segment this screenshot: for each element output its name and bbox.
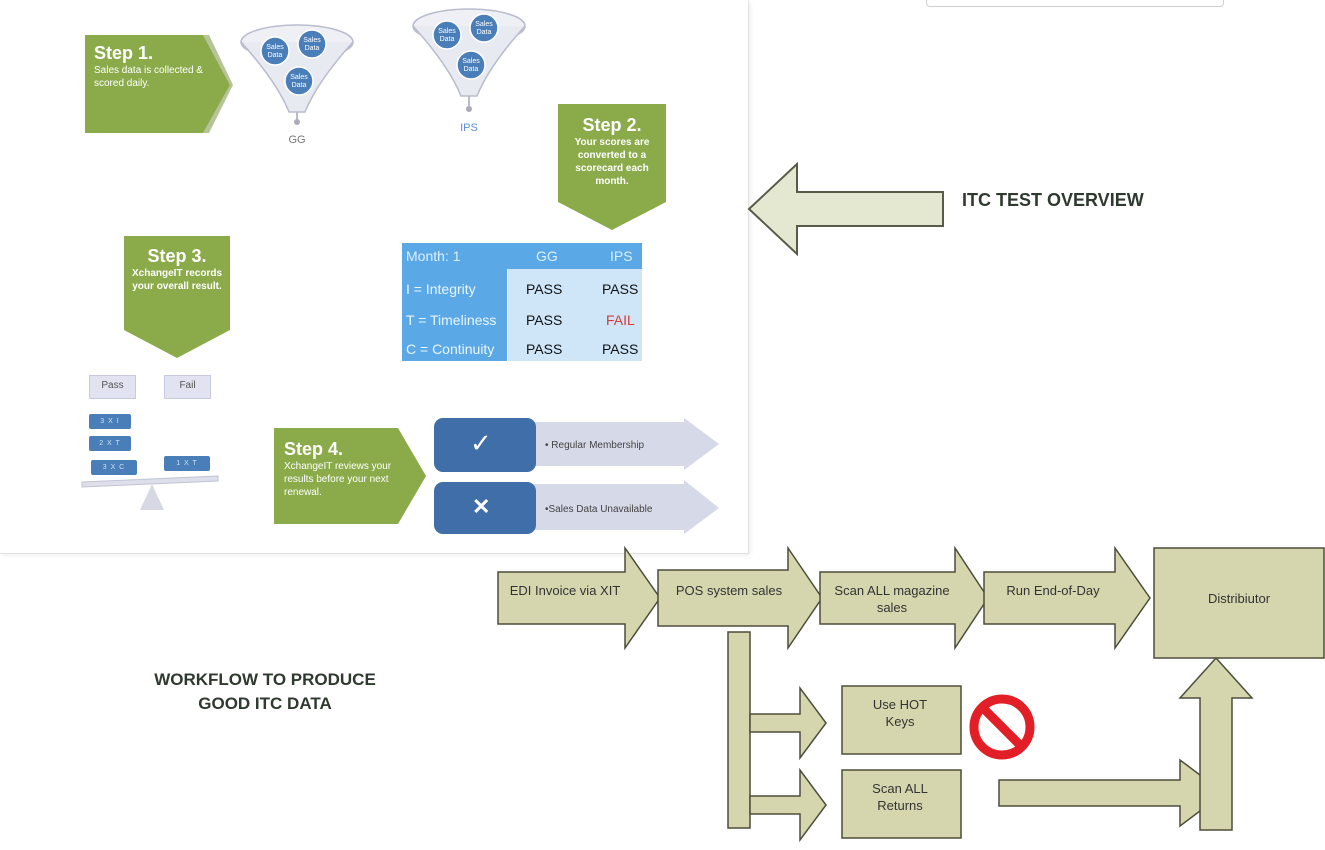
step2-title: Step 2. xyxy=(582,115,642,135)
step2-desc: Your scores are converted to a scorecard… xyxy=(574,137,650,187)
scorecard-cell-ips: PASS xyxy=(602,341,639,357)
result-block: 1 X T xyxy=(164,456,210,471)
flow-step-pos: POS system sales xyxy=(675,583,783,598)
bubble-label: Sales Data xyxy=(290,74,308,89)
step1-desc: Sales data is collected & scored daily. xyxy=(94,65,203,89)
scorecard-row-label: I = Integrity xyxy=(406,281,476,297)
scorecard-row-label: C = Continuity xyxy=(406,341,495,357)
funnel-gg xyxy=(240,24,354,125)
outcome-regular-membership: • Regular Membership xyxy=(545,440,645,451)
step3-title: Step 3. xyxy=(147,246,207,266)
scorecard-cell-ips: PASS xyxy=(602,281,639,297)
scorecard-cell-gg: PASS xyxy=(526,312,563,328)
scorecard-row-label: T = Timeliness xyxy=(406,312,497,328)
result-block: 3 X C xyxy=(91,460,137,475)
workflow-heading: WORKFLOW TO PRODUCE GOOD ITC DATA xyxy=(115,668,415,716)
step4-title: Step 4. xyxy=(284,439,344,459)
outcome-arrows xyxy=(434,418,719,534)
step2-text: Step 2. Your scores are converted to a s… xyxy=(560,114,664,188)
result-block: 3 X I xyxy=(89,414,131,429)
flow-step-scan-magazine: Scan ALL magazine sales xyxy=(834,583,950,615)
flow-step-end-of-day: Run End-of-Day xyxy=(1006,583,1100,598)
flow-distributor: Distribiutor xyxy=(1207,591,1271,606)
bubble-label: Sales Data xyxy=(438,28,456,43)
fail-box: Fail xyxy=(164,375,211,399)
step4-shape xyxy=(274,428,426,524)
workflow-heading-line2: GOOD ITC DATA xyxy=(198,694,332,713)
flow-step-edi: EDI Invoice via XIT xyxy=(509,583,621,598)
scorecard-cell-ips-fail: FAIL xyxy=(606,312,635,328)
scorecard-table: Month: 1 GG IPS I = Integrity PASS PASS … xyxy=(402,243,642,361)
workflow-heading-line1: WORKFLOW TO PRODUCE xyxy=(154,670,376,689)
bubble-label: Sales Data xyxy=(475,21,493,36)
step2-shape xyxy=(558,104,666,230)
bubble-label: Sales Data xyxy=(266,44,284,59)
top-box-fragment xyxy=(926,0,1224,7)
bubble-label: Sales Data xyxy=(462,58,480,73)
big-left-arrow xyxy=(747,162,944,256)
scorecard-header-ips: IPS xyxy=(610,248,633,264)
step4-text: Step 4. XchangeIT reviews your results b… xyxy=(284,438,409,499)
bubble-label: Sales Data xyxy=(303,37,321,52)
flow-use-hot-keys: Use HOT Keys xyxy=(872,697,928,729)
step3-text: Step 3. XchangeIT records your overall r… xyxy=(126,245,228,293)
funnel-gg-label: GG xyxy=(288,134,306,146)
step4-desc: XchangeIT reviews your results before yo… xyxy=(284,461,392,498)
scorecard-header-gg: GG xyxy=(536,248,558,264)
step1-title: Step 1. xyxy=(94,43,154,63)
step1-text: Step 1. Sales data is collected & scored… xyxy=(94,42,209,90)
step1-shape xyxy=(85,35,233,133)
check-icon: ✓ xyxy=(470,428,492,458)
scorecard-cell-gg: PASS xyxy=(526,281,563,297)
cross-icon: ✕ xyxy=(472,494,491,519)
pass-box: Pass xyxy=(89,375,136,399)
flow-scan-returns: Scan ALL Returns xyxy=(872,781,928,813)
step3-shape xyxy=(124,236,230,358)
scorecard-cell-gg: PASS xyxy=(526,341,563,357)
workflow-diagram xyxy=(497,545,1325,843)
step3-desc: XchangeIT records your overall result. xyxy=(131,268,223,292)
itc-test-overview-heading: ITC TEST OVERVIEW xyxy=(962,190,1144,210)
balance-scale-beam xyxy=(81,475,219,510)
scorecard-header-month: Month: 1 xyxy=(406,248,461,264)
outcome-sales-data-unavailable: •Sales Data Unavailable xyxy=(545,504,653,515)
prohibited-icon xyxy=(969,694,1035,760)
funnel-ips xyxy=(412,8,526,112)
result-block: 2 X T xyxy=(89,436,131,451)
funnel-ips-label: IPS xyxy=(460,122,478,134)
